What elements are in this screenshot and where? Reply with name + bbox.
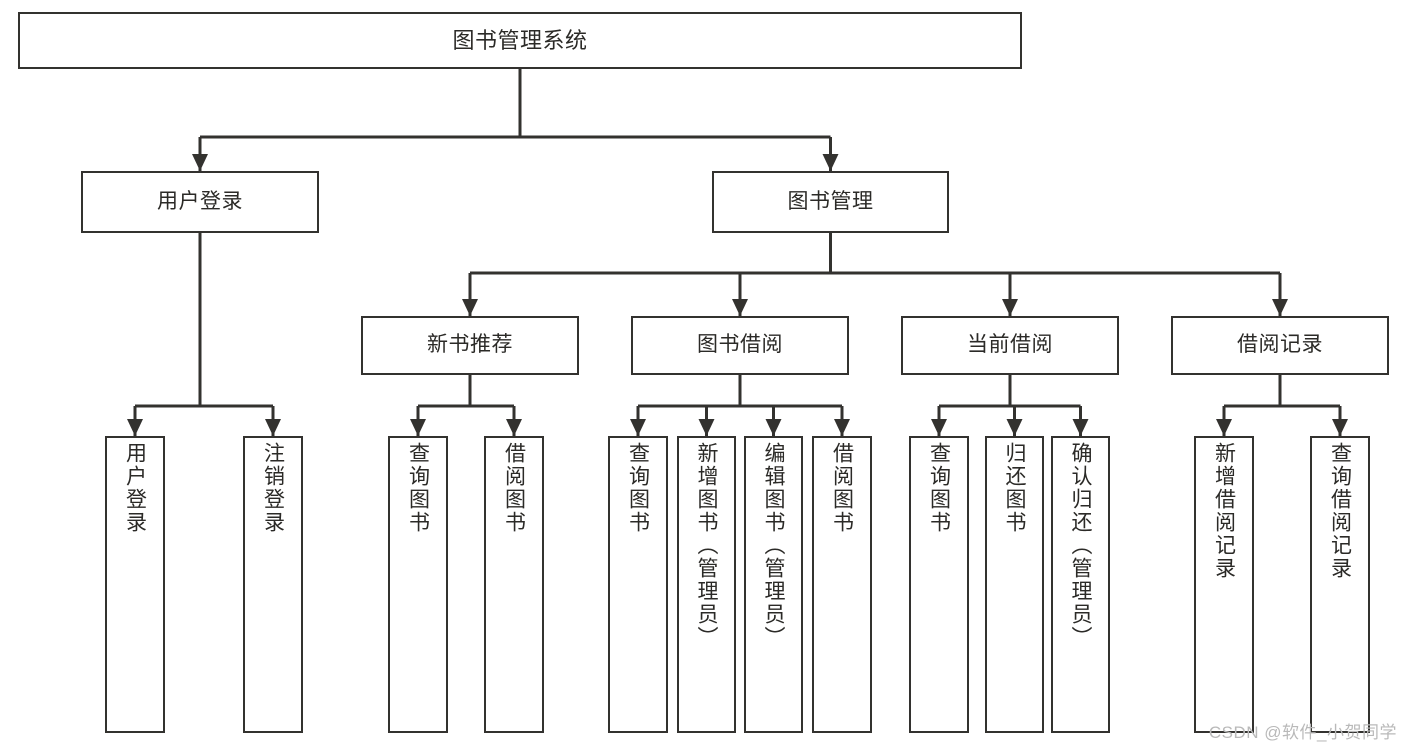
node-label-leaf_3: 借阅图书 bbox=[502, 442, 526, 534]
node-leaf_1[interactable]: 注销登录 bbox=[243, 436, 303, 733]
arrowhead-leaf_0 bbox=[127, 419, 143, 436]
node-label-leaf_7: 借阅图书 bbox=[830, 442, 854, 534]
node-leaf_11[interactable]: 新增借阅记录 bbox=[1194, 436, 1254, 733]
node-label-leaf_11: 新增借阅记录 bbox=[1212, 442, 1236, 580]
node-label-leaf_9: 归还图书 bbox=[1003, 442, 1026, 534]
arrowhead-leaf_1 bbox=[265, 419, 281, 436]
node-leaf_4[interactable]: 查询图书 bbox=[608, 436, 668, 733]
node-l2_1[interactable]: 图书借阅 bbox=[631, 316, 849, 375]
node-label-leaf_5: 新增图书（管理员） bbox=[695, 442, 718, 649]
node-label-leaf_2: 查询图书 bbox=[406, 442, 430, 534]
node-label-leaf_6: 编辑图书（管理员） bbox=[762, 442, 785, 649]
node-leaf_9[interactable]: 归还图书 bbox=[985, 436, 1044, 733]
arrowhead-leaf_6 bbox=[765, 419, 782, 436]
node-root[interactable]: 图书管理系统 bbox=[18, 12, 1022, 69]
node-leaf_12[interactable]: 查询借阅记录 bbox=[1310, 436, 1370, 733]
arrowhead-leaf_12 bbox=[1332, 419, 1348, 436]
node-label-leaf_1: 注销登录 bbox=[261, 442, 285, 534]
node-leaf_6[interactable]: 编辑图书（管理员） bbox=[744, 436, 803, 733]
arrowhead-leaf_3 bbox=[506, 419, 522, 436]
node-leaf_8[interactable]: 查询图书 bbox=[909, 436, 969, 733]
node-label-leaf_10: 确认归还（管理员） bbox=[1069, 442, 1092, 649]
arrowhead-l1_1 bbox=[822, 154, 839, 171]
node-label-leaf_4: 查询图书 bbox=[626, 442, 650, 534]
node-label-l2_0: 新书推荐 bbox=[427, 333, 513, 357]
node-l2_3[interactable]: 借阅记录 bbox=[1171, 316, 1389, 375]
arrowhead-leaf_7 bbox=[834, 419, 850, 436]
arrowhead-l1_0 bbox=[192, 154, 208, 171]
arrowhead-l2_2 bbox=[1002, 299, 1018, 316]
arrowhead-leaf_4 bbox=[630, 419, 646, 436]
node-label-l1_1: 图书管理 bbox=[787, 189, 874, 213]
node-label-l2_1: 图书借阅 bbox=[697, 333, 783, 357]
arrowhead-leaf_9 bbox=[1006, 419, 1023, 436]
node-label-l1_0: 用户登录 bbox=[157, 189, 243, 213]
arrowhead-leaf_2 bbox=[410, 419, 426, 436]
arrowhead-leaf_5 bbox=[698, 419, 715, 436]
node-l2_0[interactable]: 新书推荐 bbox=[361, 316, 579, 375]
node-leaf_2[interactable]: 查询图书 bbox=[388, 436, 448, 733]
node-leaf_3[interactable]: 借阅图书 bbox=[484, 436, 544, 733]
node-leaf_10[interactable]: 确认归还（管理员） bbox=[1051, 436, 1110, 733]
node-leaf_7[interactable]: 借阅图书 bbox=[812, 436, 872, 733]
arrowhead-l2_0 bbox=[462, 299, 478, 316]
arrowhead-leaf_10 bbox=[1072, 419, 1089, 436]
arrowhead-leaf_8 bbox=[931, 419, 947, 436]
node-label-l2_2: 当前借阅 bbox=[967, 333, 1053, 357]
node-l1_0[interactable]: 用户登录 bbox=[81, 171, 319, 233]
node-label-leaf_8: 查询图书 bbox=[927, 442, 951, 534]
node-l2_2[interactable]: 当前借阅 bbox=[901, 316, 1119, 375]
arrowhead-l2_1 bbox=[732, 299, 748, 316]
node-leaf_5[interactable]: 新增图书（管理员） bbox=[677, 436, 736, 733]
node-leaf_0[interactable]: 用户登录 bbox=[105, 436, 165, 733]
arrowhead-leaf_11 bbox=[1216, 419, 1232, 436]
node-label-leaf_0: 用户登录 bbox=[123, 442, 147, 534]
node-label-root: 图书管理系统 bbox=[452, 27, 588, 53]
node-l1_1[interactable]: 图书管理 bbox=[712, 171, 949, 233]
node-label-leaf_12: 查询借阅记录 bbox=[1328, 442, 1352, 580]
arrowhead-l2_3 bbox=[1272, 299, 1288, 316]
node-label-l2_3: 借阅记录 bbox=[1237, 333, 1323, 357]
